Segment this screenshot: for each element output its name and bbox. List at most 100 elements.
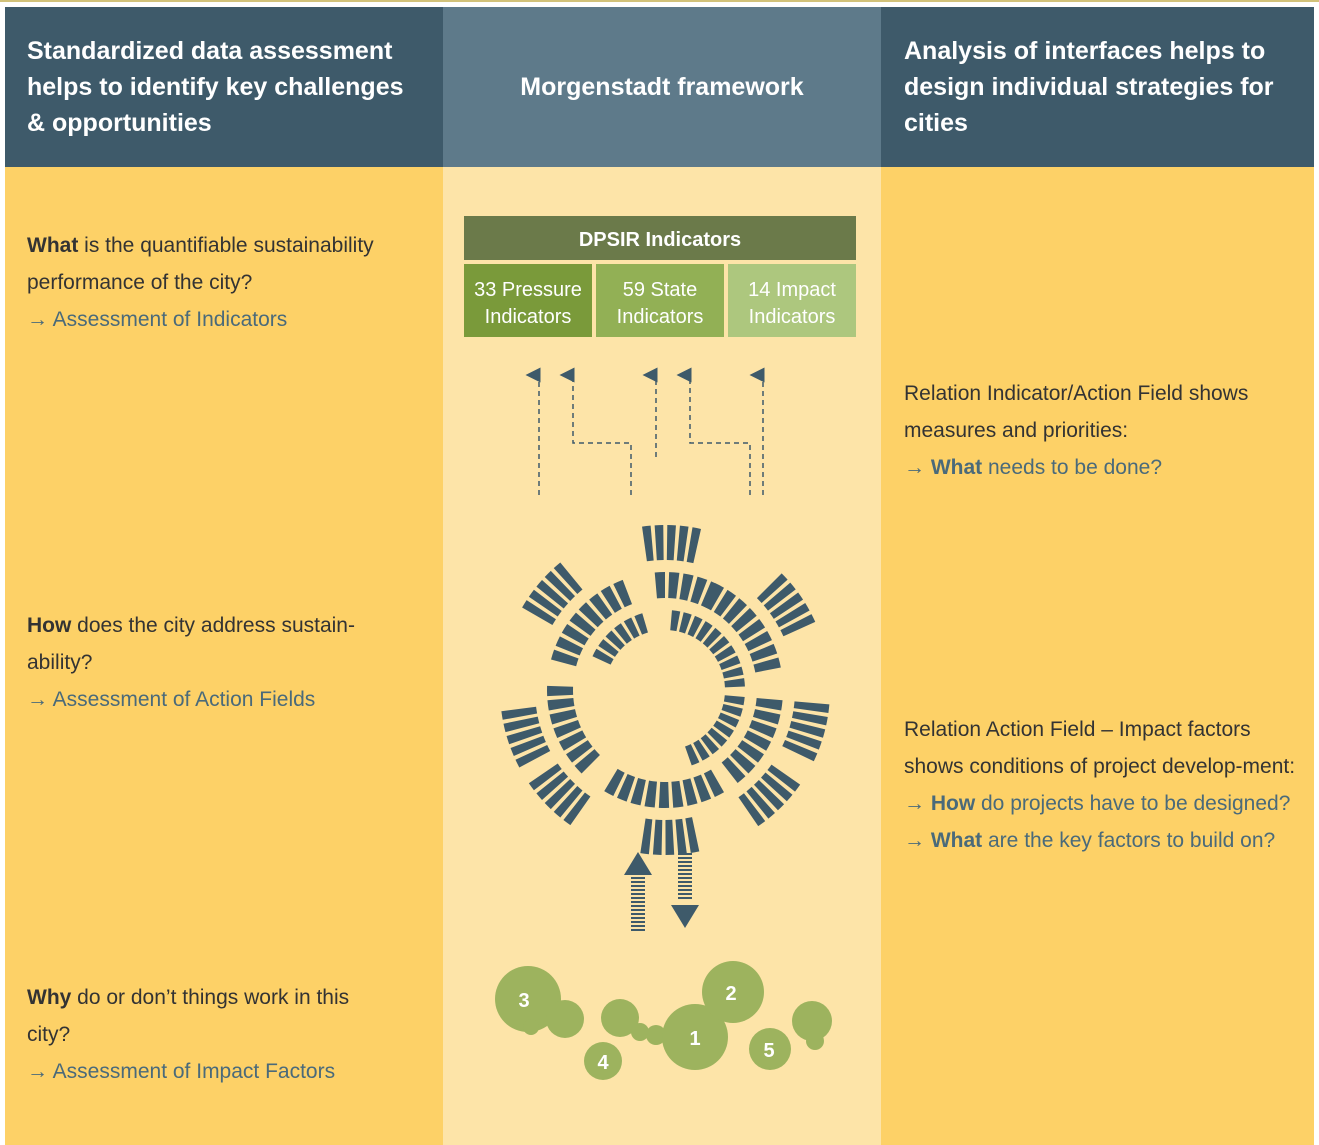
relation-item: → How do projects have to be designed? (904, 792, 1291, 815)
wheel-segment (791, 711, 828, 726)
wheel-segment (658, 781, 670, 808)
indicator-connectors (525, 367, 765, 495)
impact-indicators-box: 14 Impact Indicators (728, 264, 856, 337)
down-arrow-icon (671, 905, 699, 928)
arrow-stripe (631, 901, 645, 903)
arrow-stripe (631, 885, 645, 887)
wheel-segment (731, 608, 757, 633)
wheel-segment (730, 749, 756, 774)
wheel-segment (676, 525, 689, 562)
wheel-segment (501, 706, 538, 720)
wheel-segment (506, 726, 543, 745)
wheel-segment (717, 712, 740, 728)
wheel-segment (780, 614, 816, 637)
assessment-link-action-fields[interactable]: → Assessment of Action Fields (27, 688, 316, 711)
wheel-segment (760, 772, 793, 802)
wheel-segment (743, 730, 772, 751)
wheel-segment (738, 618, 766, 642)
wheel-segment (522, 600, 556, 625)
wheel-segment (642, 525, 654, 562)
analysis-header: Analysis of interfaces helps to design i… (881, 7, 1314, 167)
impact-factor-5: 5 (763, 1040, 774, 1062)
wheel-segment (682, 778, 698, 806)
wheel-segment (690, 576, 708, 605)
arrow-stripe (631, 893, 645, 895)
question-text: does the city address sustain-ability? (27, 614, 355, 674)
question-keyword: What (27, 234, 79, 257)
wheel-segment (666, 525, 676, 561)
wheel-segment (789, 721, 826, 738)
arrow-stripe (631, 929, 645, 931)
wheel-segment (713, 720, 734, 738)
arrow-stripe (631, 925, 645, 927)
relation-text: Relation Action Field – Impact factors s… (904, 718, 1296, 778)
wheel-segment (686, 527, 701, 564)
wheel-segment (749, 719, 777, 738)
wheel-segment (703, 583, 724, 611)
impact-factor-4: 4 (597, 1052, 609, 1074)
wheel-segment (746, 786, 775, 819)
assessment-link-impact-factors[interactable]: → Assessment of Impact Factors (27, 1060, 336, 1083)
svg-text:Indicators: Indicators (617, 306, 704, 328)
arrow-stripe (631, 905, 645, 907)
wheel-segment (722, 666, 744, 679)
wheel-segment (536, 580, 569, 609)
wheel-segment (721, 704, 743, 717)
wheel-segment (547, 685, 574, 697)
wheel-segment (793, 701, 830, 713)
svg-text:59 State: 59 State (623, 279, 698, 301)
wheel-segment (549, 709, 578, 725)
wheel-segment (536, 771, 569, 800)
wheel-segment (503, 716, 540, 733)
analysis-column: Analysis of interfaces helps to design i… (881, 7, 1314, 1145)
up-arrow-icon (624, 852, 652, 875)
arrow-stripe (678, 869, 692, 871)
framework-column: Morgenstadt framework DPSIR Indicators 3… (443, 7, 881, 1145)
wheel-segment (665, 819, 675, 855)
wheel-segment (721, 757, 746, 783)
arrow-stripe (678, 865, 692, 867)
wheel-segment (561, 624, 589, 646)
wheel-segment (569, 612, 596, 636)
relation-item: → What are the key factors to build on? (904, 829, 1276, 852)
wheel-segment (685, 817, 700, 853)
arrow-stripe (631, 917, 645, 919)
wheel-segment (693, 774, 712, 803)
wheel-segment (702, 627, 722, 648)
arrow-stripe (631, 909, 645, 911)
wheel-segment (510, 735, 546, 757)
question-why: Why do or don’t things work in this city… (27, 979, 367, 1090)
wheel-segment (640, 818, 653, 855)
wheel-segment (578, 602, 604, 628)
wheel-segment (687, 615, 703, 638)
wheel-segment (670, 610, 681, 632)
dpsir-title: DPSIR Indicators (579, 229, 741, 251)
arrow-stripe (678, 885, 692, 887)
assessment-link-indicators[interactable]: → Assessment of Indicators (27, 308, 288, 331)
wheel-segment (685, 744, 700, 766)
svg-text:Indicators: Indicators (485, 306, 572, 328)
arrow-stripe (678, 897, 692, 899)
arrow-stripe (631, 913, 645, 915)
arrow-stripe (678, 853, 692, 855)
wheel-segment (714, 645, 736, 662)
wheel-segment (753, 657, 781, 673)
impact-factor-3: 3 (518, 990, 529, 1012)
wheel-segment (749, 643, 778, 662)
impact-factor-2: 2 (725, 983, 736, 1005)
question-what: What is the quantifiable sustainability … (27, 227, 427, 338)
wheel-segment (605, 630, 625, 650)
wheel-segment (786, 730, 822, 750)
wheel-segment (679, 612, 692, 634)
wheel-segment (553, 719, 581, 738)
wheel-segment (592, 648, 614, 665)
arrow-stripe (678, 877, 692, 879)
question-keyword: How (27, 614, 72, 637)
svg-text:Indicators: Indicators (749, 306, 836, 328)
question-text: is the quantifiable sustainability perfo… (27, 234, 374, 294)
question-text: do or don’t things work in this city? (27, 986, 350, 1046)
wheel-segment (644, 780, 657, 808)
assessment-column: Standardized data assessment helps to id… (5, 7, 443, 1145)
wheel-segment (566, 740, 593, 763)
wheel-segment (675, 818, 687, 855)
